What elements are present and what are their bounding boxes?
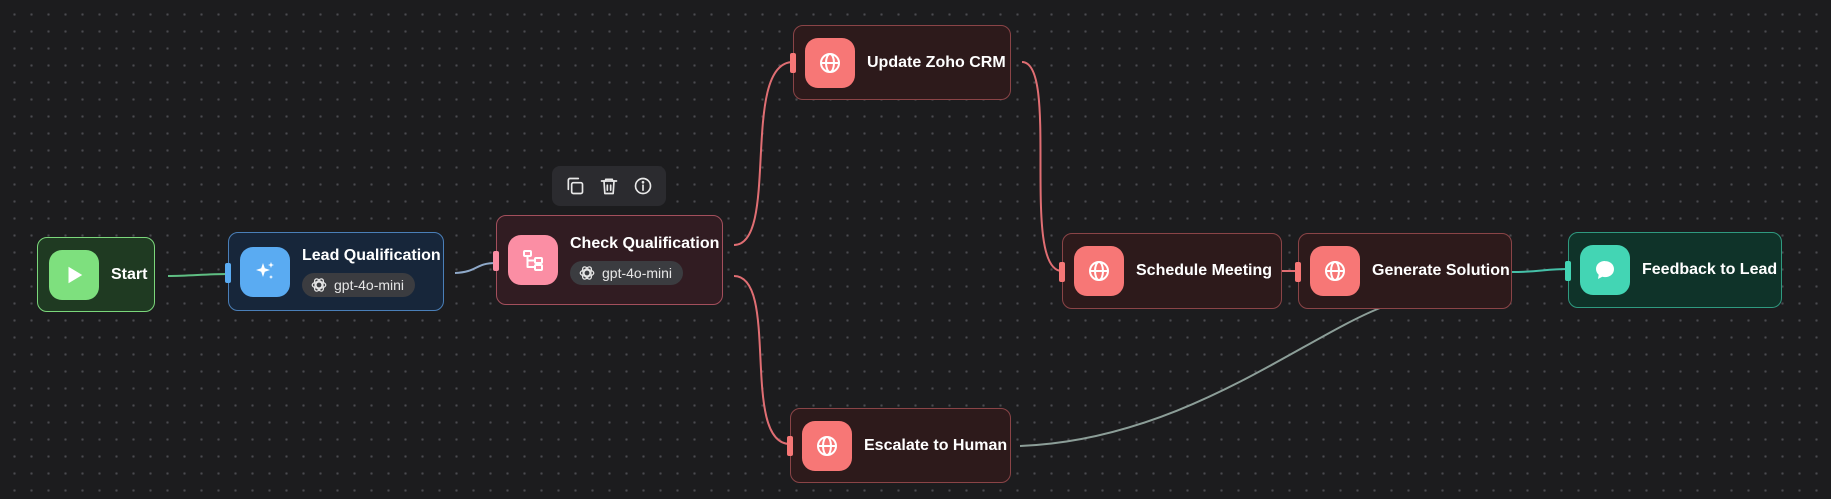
node-check-qualification[interactable]: Check Qualification gpt-4o-mini	[493, 215, 723, 305]
node-title: Feedback to Lead	[1642, 261, 1778, 278]
openai-icon	[311, 277, 327, 292]
node-toolbar	[552, 166, 666, 206]
input-handle[interactable]	[1059, 262, 1065, 282]
chat-icon	[1596, 261, 1614, 279]
delete-button[interactable]	[594, 171, 624, 201]
generate-solution-icon-box	[1310, 246, 1360, 296]
node-title: Generate Solution	[1372, 262, 1510, 279]
check-qualification-icon-box	[508, 235, 558, 285]
play-icon	[68, 266, 83, 283]
node-schedule-meeting[interactable]: Schedule Meeting	[1059, 233, 1282, 309]
model-name: gpt-4o-mini	[334, 276, 405, 293]
globe-icon	[820, 52, 840, 73]
input-handle[interactable]	[1295, 262, 1301, 282]
globe-icon	[817, 435, 837, 456]
node-title: Update Zoho CRM	[867, 53, 1006, 71]
branch-icon	[523, 250, 543, 271]
info-button[interactable]	[628, 171, 658, 201]
model-badge: gpt-4o-mini	[302, 272, 416, 297]
input-handle[interactable]	[790, 53, 796, 73]
node-title: Check Qualification	[570, 235, 720, 252]
edge-lead-qualification-to-check-qualification	[454, 262, 497, 274]
model-badge: gpt-4o-mini	[570, 261, 684, 285]
lead-qualification-icon-box	[240, 246, 290, 297]
node-title: Escalate to Human	[864, 436, 1008, 454]
node-lead-qualification[interactable]: Lead Qualification gpt-4o-mini	[225, 232, 444, 311]
info-icon	[634, 177, 652, 195]
edge-check-qualification-to-escalate-to-human	[733, 275, 791, 445]
node-generate-solution[interactable]: Generate Solution	[1295, 233, 1512, 309]
node-title: Start	[111, 265, 148, 283]
trash-icon	[600, 178, 618, 195]
model-name: gpt-4o-mini	[602, 265, 673, 281]
update-zoho-crm-icon-box	[805, 37, 855, 88]
sparkles-icon	[256, 261, 274, 279]
node-start[interactable]: Start	[37, 237, 155, 312]
globe-icon	[1089, 261, 1109, 281]
edge-start-to-lead-qualification	[167, 273, 229, 277]
node-title: Schedule Meeting	[1136, 262, 1273, 279]
feedback-to-lead-icon-box	[1580, 245, 1630, 295]
input-handle[interactable]	[225, 263, 231, 283]
copy-icon	[567, 177, 584, 195]
node-title: Lead Qualification	[302, 246, 441, 264]
globe-icon	[1325, 261, 1345, 281]
edge-check-qualification-to-update-zoho-crm	[733, 61, 794, 246]
edge-generate-solution-to-feedback-to-lead	[1511, 268, 1569, 273]
start-icon-box	[49, 249, 99, 300]
input-handle[interactable]	[1565, 261, 1571, 281]
edge-update-zoho-crm-to-schedule-meeting	[1021, 61, 1063, 272]
edge-escalate-to-human-to-generate-solution	[1019, 307, 1381, 447]
node-update-zoho-crm[interactable]: Update Zoho CRM	[790, 25, 1011, 100]
duplicate-button[interactable]	[560, 171, 590, 201]
openai-icon	[579, 266, 595, 280]
input-handle[interactable]	[787, 436, 793, 456]
schedule-meeting-icon-box	[1074, 246, 1124, 296]
node-feedback-to-lead[interactable]: Feedback to Lead	[1565, 232, 1782, 308]
escalate-to-human-icon-box	[802, 420, 852, 471]
node-escalate-to-human[interactable]: Escalate to Human	[787, 408, 1011, 483]
input-handle[interactable]	[493, 251, 499, 271]
